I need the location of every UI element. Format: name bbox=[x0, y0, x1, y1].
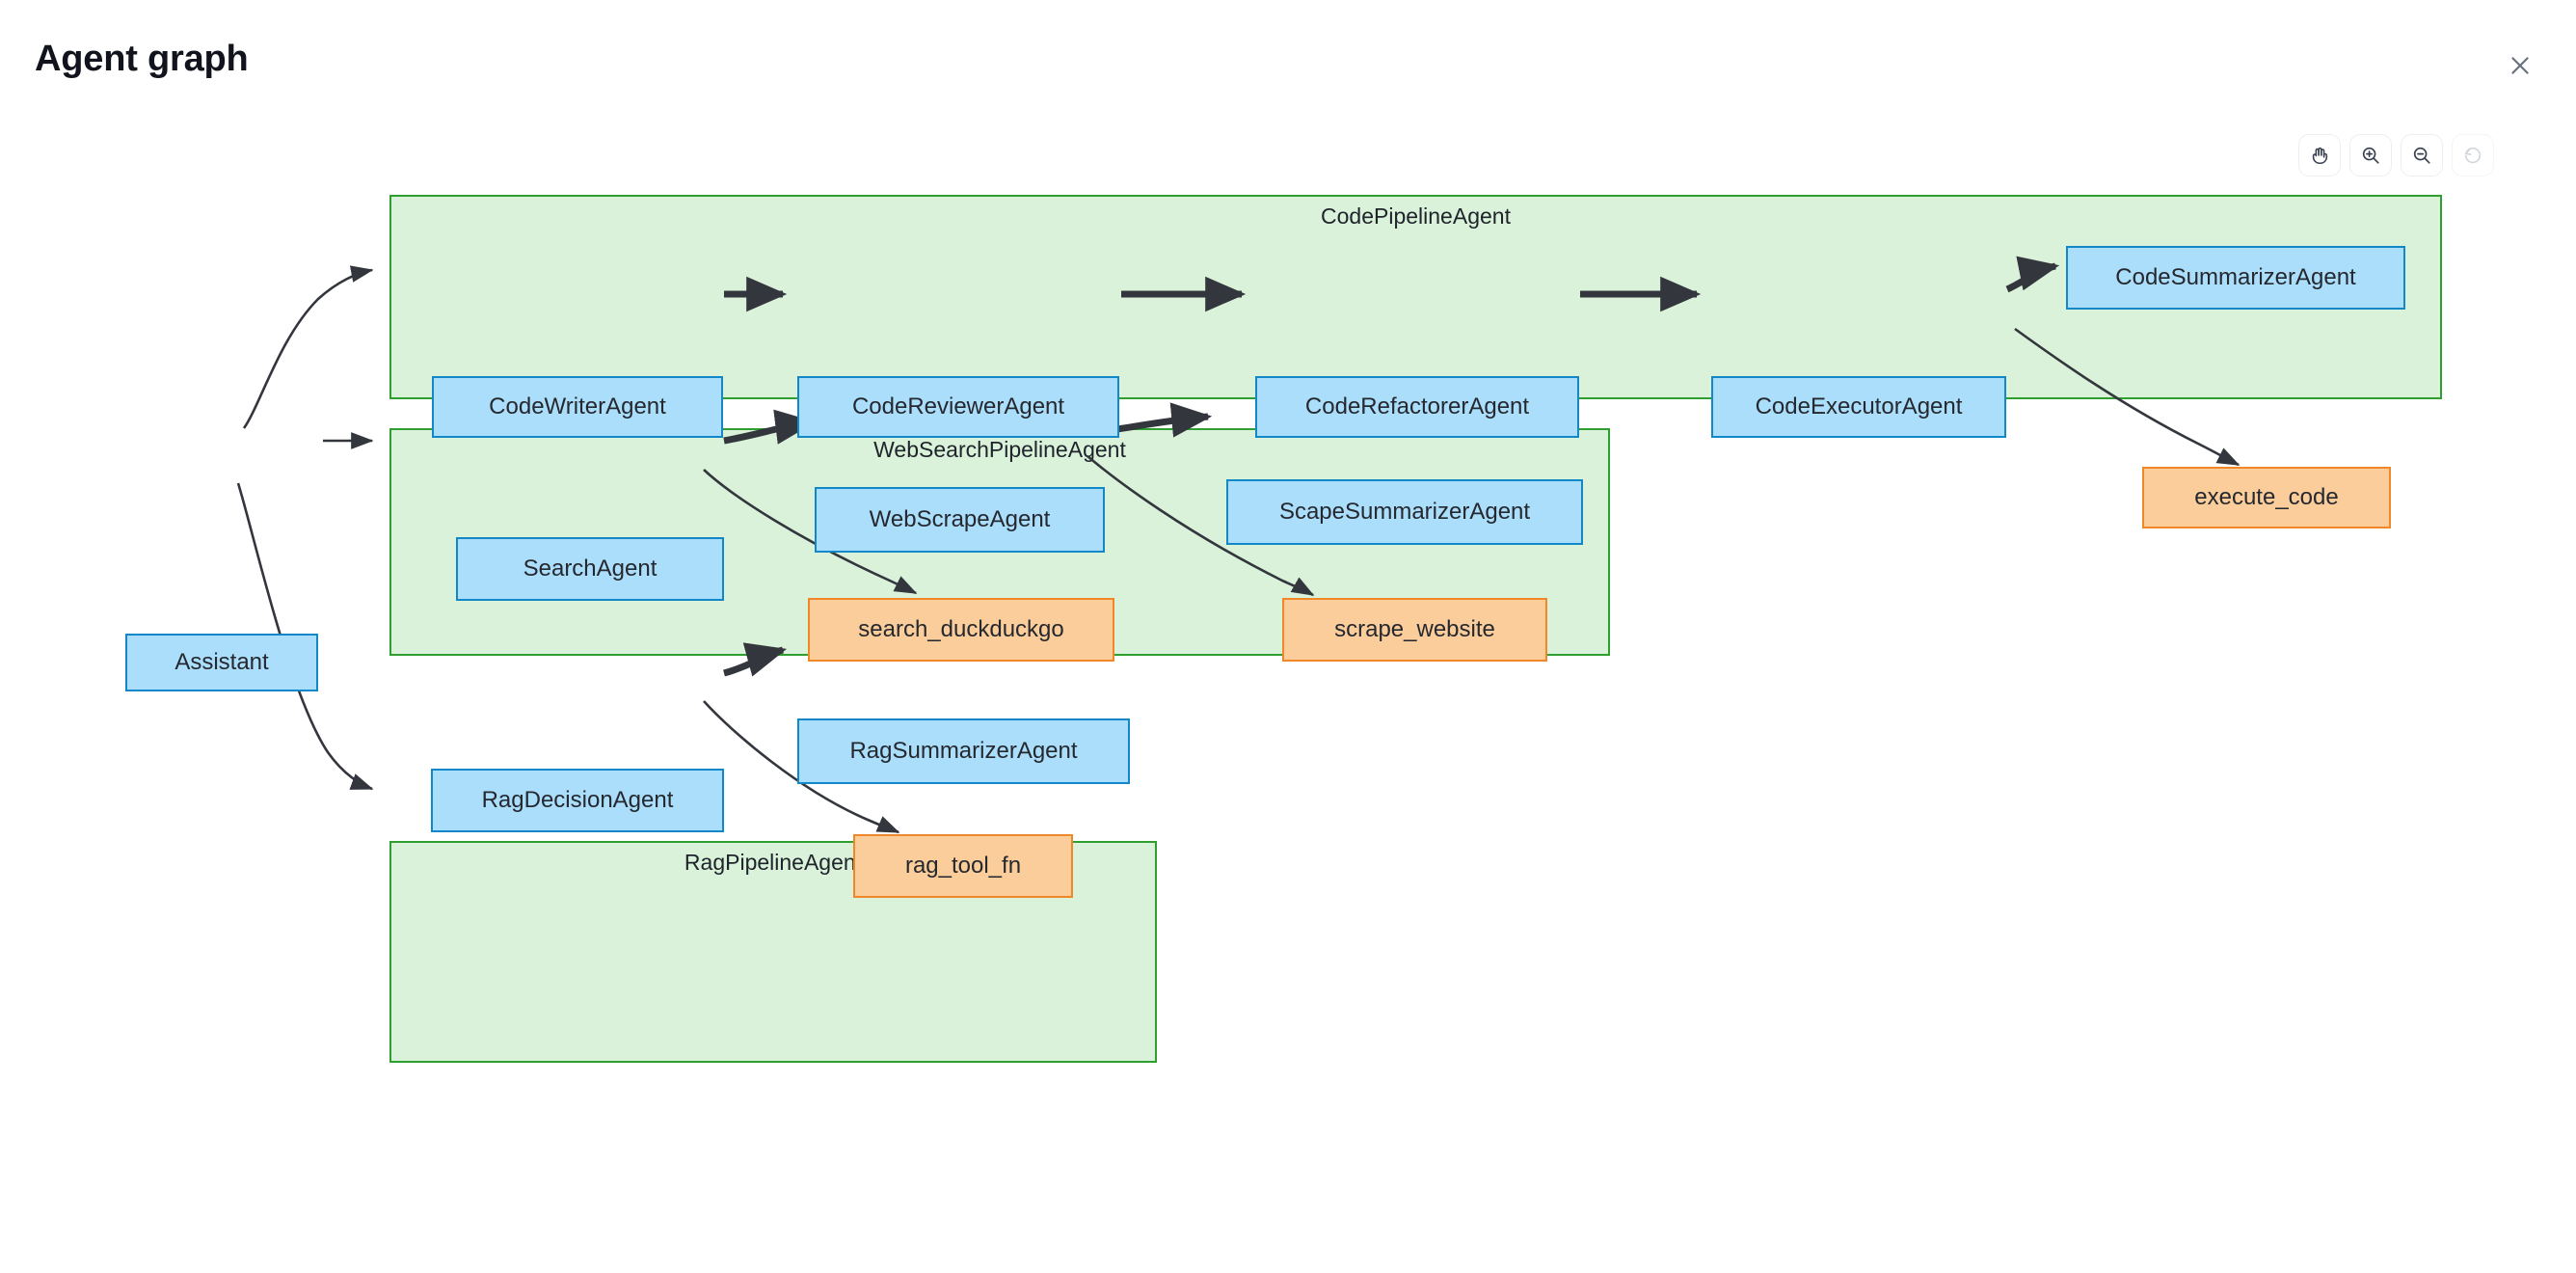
node-code-reviewer-agent[interactable]: CodeReviewerAgent bbox=[797, 376, 1119, 438]
node-execute-code[interactable]: execute_code bbox=[2142, 467, 2391, 528]
node-assistant[interactable]: Assistant bbox=[125, 634, 318, 691]
group-label-web-search-pipeline-agent: WebSearchPipelineAgent bbox=[873, 437, 1126, 462]
zoom-out-button[interactable] bbox=[2401, 134, 2443, 176]
node-rag-summarizer-agent[interactable]: RagSummarizerAgent bbox=[797, 718, 1130, 784]
page-title: Agent graph bbox=[35, 39, 249, 79]
node-rag-tool-fn[interactable]: rag_tool_fn bbox=[853, 834, 1073, 898]
graph-toolbar bbox=[2298, 134, 2494, 176]
node-search-agent[interactable]: SearchAgent bbox=[456, 537, 724, 601]
node-code-writer-agent[interactable]: CodeWriterAgent bbox=[432, 376, 723, 438]
zoom-in-button[interactable] bbox=[2349, 134, 2392, 176]
node-search-duckduckgo[interactable]: search_duckduckgo bbox=[808, 598, 1114, 662]
node-scrape-website[interactable]: scrape_website bbox=[1282, 598, 1547, 662]
zoom-out-icon bbox=[2411, 145, 2432, 166]
hand-icon bbox=[2309, 145, 2330, 166]
agent-graph-canvas[interactable]: CodePipelineAgent WebSearchPipelineAgent… bbox=[0, 116, 2576, 1273]
dialog-header: Agent graph bbox=[0, 0, 2576, 116]
node-code-executor-agent[interactable]: CodeExecutorAgent bbox=[1711, 376, 2006, 438]
group-label-code-pipeline-agent: CodePipelineAgent bbox=[1321, 203, 1511, 229]
node-code-refactorer-agent[interactable]: CodeRefactorerAgent bbox=[1255, 376, 1579, 438]
reset-view-button[interactable] bbox=[2452, 134, 2494, 176]
node-rag-decision-agent[interactable]: RagDecisionAgent bbox=[431, 769, 724, 832]
reset-icon bbox=[2462, 145, 2483, 166]
pan-tool-button[interactable] bbox=[2298, 134, 2341, 176]
close-icon bbox=[2508, 53, 2533, 78]
node-code-summarizer-agent[interactable]: CodeSummarizerAgent bbox=[2066, 246, 2405, 310]
group-label-rag-pipeline-agent: RagPipelineAgent bbox=[684, 850, 863, 875]
node-scape-summarizer-agent[interactable]: ScapeSummarizerAgent bbox=[1226, 479, 1583, 545]
close-button[interactable] bbox=[2499, 44, 2541, 87]
zoom-in-icon bbox=[2360, 145, 2381, 166]
node-web-scrape-agent[interactable]: WebScrapeAgent bbox=[815, 487, 1105, 553]
